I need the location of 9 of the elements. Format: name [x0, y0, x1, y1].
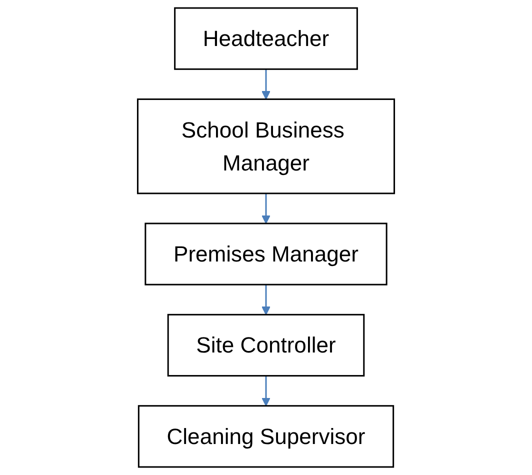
node-box: School Business Manager — [136, 98, 396, 194]
node-box: Site Controller — [167, 314, 365, 377]
node-box: Cleaning Supervisor — [138, 405, 394, 468]
arrow — [262, 376, 270, 406]
arrow — [262, 69, 270, 100]
arrow — [262, 193, 270, 224]
arrow — [262, 284, 270, 316]
node-box: Headteacher — [174, 7, 358, 70]
node-box: Premises Manager — [144, 222, 388, 286]
